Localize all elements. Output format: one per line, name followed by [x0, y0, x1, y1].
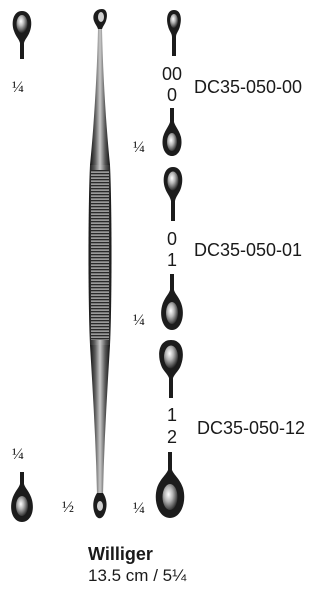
left-top-scale-label: ¼ [12, 79, 24, 96]
product-name: Williger [88, 544, 153, 564]
variant-01-code: DC35-050-01 [194, 240, 303, 260]
variant-01-size-top: 0 [166, 229, 177, 249]
variant-12-size-top: 1 [166, 405, 177, 425]
variant-12-scale-label: ¼ [133, 500, 145, 517]
variant-00-scale-label: ¼ [133, 139, 145, 156]
variant-00-size-top: 00 [161, 64, 183, 84]
variant-01-bottom-tip-image [157, 272, 187, 332]
variant-00-bottom-tip-image [159, 106, 185, 158]
variant-00-code: DC35-050-00 [194, 77, 303, 97]
variant-01-top-tip-image [160, 165, 186, 223]
williger-instrument-image [80, 5, 120, 525]
variant-01-size-bottom: 1 [166, 250, 177, 270]
variant-01-scale-label: ¼ [133, 312, 145, 329]
left-bottom-tip-image [7, 470, 37, 524]
variant-00-top-tip-image [164, 8, 184, 58]
left-bottom-scale-label: ¼ [12, 446, 24, 463]
variant-12-code: DC35-050-12 [197, 418, 306, 438]
variant-12-top-tip-image [155, 338, 187, 400]
center-bottom-scale-label: ½ [62, 499, 74, 516]
product-dimensions: 13.5 cm / 5¼ [88, 566, 187, 585]
variant-12-size-bottom: 2 [166, 427, 177, 447]
variant-00-size-bottom: 0 [166, 85, 177, 105]
variant-12-bottom-tip-image [151, 450, 189, 520]
left-top-tip-image [9, 9, 35, 61]
